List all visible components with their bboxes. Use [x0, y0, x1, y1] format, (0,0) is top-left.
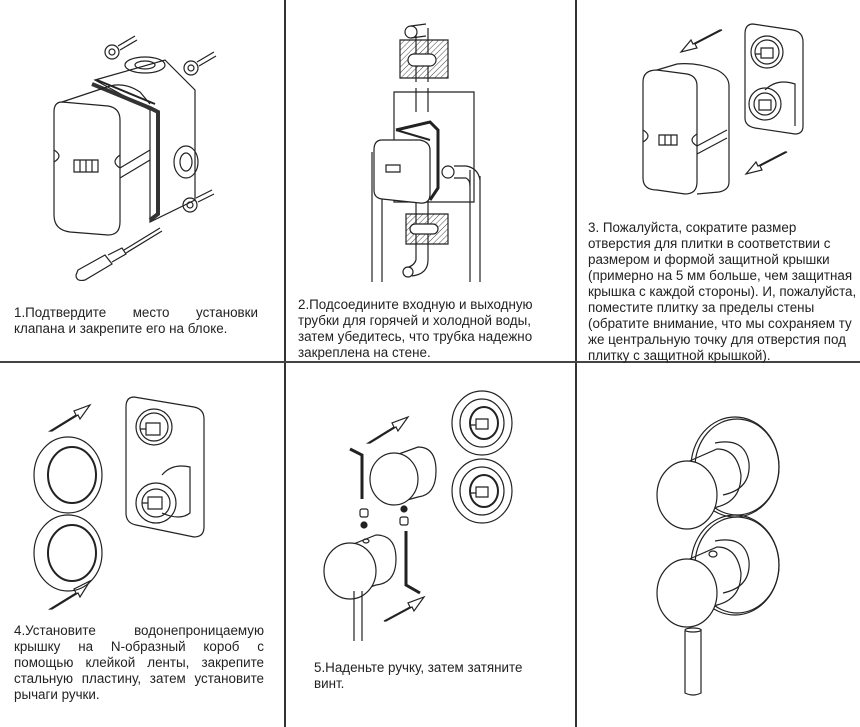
valve-box-illustration	[0, 0, 284, 290]
arrow-up-right-icon	[368, 417, 424, 621]
step-5-caption: 5.Наденьте ручку, затем затяните винт.	[314, 660, 523, 691]
screwdriver-icon	[76, 228, 162, 280]
handle-lever	[685, 629, 701, 695]
pipe-installation-illustration	[286, 0, 575, 290]
set-screw-icon	[360, 506, 408, 528]
step-3: 3. Пожалуйста, сократите размер отверсти…	[577, 0, 860, 363]
waterproof-ring	[34, 437, 102, 591]
allen-key-icon	[350, 449, 420, 593]
step-3-caption: 3. Пожалуйста, сократите размер отверсти…	[588, 220, 857, 363]
step-1-caption: 1.Подтвердите место установки клапана и …	[14, 305, 258, 336]
handle-installation-illustration	[286, 363, 575, 643]
grid-divider-2	[575, 0, 577, 727]
step-5: 5.Наденьте ручку, затем затяните винт.	[286, 363, 575, 727]
step-4: 4.Установите водонепроницаемую крышку на…	[0, 363, 284, 727]
grid-divider-1	[284, 0, 286, 727]
mounting-screw-icon	[105, 36, 216, 212]
step-2: 2.Подсоедините входную и выходную трубки…	[286, 0, 575, 361]
arrow-left-icon	[681, 30, 787, 174]
grid-divider-horizontal	[0, 361, 860, 363]
wall-bracket-top	[400, 40, 448, 78]
step-2-caption: 2.Подсоедините входную и выходную трубки…	[298, 297, 533, 360]
finished-mixer-illustration	[577, 363, 860, 727]
step-6	[577, 363, 860, 727]
remove-cover-illustration	[577, 0, 860, 210]
arrow-up-right-icon	[50, 405, 90, 609]
step-4-caption: 4.Установите водонепроницаемую крышку на…	[14, 623, 264, 702]
step-1: 1.Подтвердите место установки клапана и …	[0, 0, 284, 361]
waterproof-ring-illustration	[0, 363, 284, 613]
